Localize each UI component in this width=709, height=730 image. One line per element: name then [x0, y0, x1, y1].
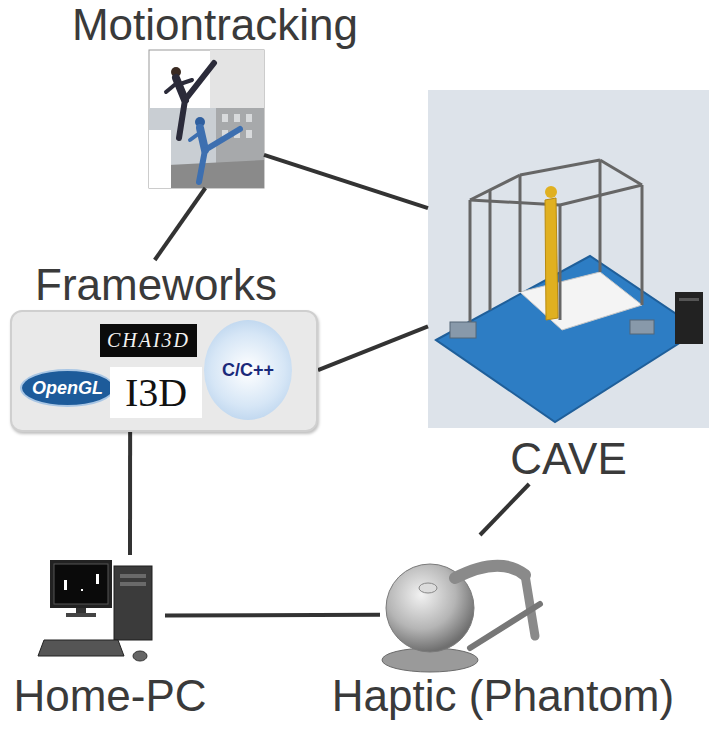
node-label: CHAI3D [107, 329, 190, 352]
cave-picture [436, 256, 700, 422]
cave-node: CAVE [428, 90, 709, 484]
node-label: Frameworks [10, 260, 318, 310]
motion-tracking-picture [166, 82, 178, 92]
cave-picture [470, 160, 642, 330]
home-pc-picture [54, 564, 108, 604]
cave-picture [519, 175, 522, 292]
cave-picture [679, 298, 699, 301]
connector-line [165, 613, 380, 618]
motion-tracking-picture [149, 50, 264, 188]
home-pc-picture [66, 613, 96, 617]
cave-picture [520, 272, 642, 330]
home-pc-picture [81, 589, 83, 591]
node-label: C/C++ [222, 360, 274, 381]
cave-picture [675, 292, 703, 344]
motion-tracking-picture [216, 108, 264, 163]
connector-line [155, 188, 206, 260]
home-pc-picture [96, 574, 99, 584]
home-pc-picture [64, 580, 67, 590]
node-label: Haptic (Phantom) [332, 671, 674, 721]
frameworks-panel: CHAI3D OpenGL I3D C/C++ [10, 310, 318, 432]
cave-picture [559, 205, 562, 320]
home-pc-node: Home-PC [40, 555, 165, 665]
node-label: Home-PC [13, 671, 206, 721]
cave-picture [469, 200, 472, 330]
node-label: OpenGL [32, 378, 103, 399]
home-pc-picture [120, 574, 146, 578]
cave-picture [489, 190, 492, 310]
node-label: CAVE [428, 434, 709, 484]
cave-picture [560, 185, 642, 205]
node-label: Motiontracking [72, 0, 358, 50]
haptic-device-picture [470, 604, 540, 648]
cave-picture [599, 160, 602, 272]
connector-line [480, 484, 529, 535]
motion-tracking-picture [246, 130, 252, 138]
motion-tracking-picture [179, 100, 185, 138]
connector-line [318, 326, 428, 370]
motion-tracking-picture [180, 80, 192, 84]
home-pc-picture [114, 566, 152, 640]
home-pc-picture [133, 651, 147, 661]
node-label: I3D [125, 369, 187, 416]
cave-picture [545, 198, 558, 320]
motion-tracking-picture [234, 114, 240, 122]
framework-logo: OpenGL [20, 369, 115, 407]
motion-tracking-picture [190, 132, 201, 140]
haptic-device-picture [419, 583, 437, 593]
motion-tracking-picture [149, 130, 171, 188]
home-pc-picture [38, 640, 124, 656]
motion-tracking-picture [149, 108, 264, 188]
motion-tracking-picture [246, 114, 252, 122]
haptic-device-picture [455, 566, 525, 578]
cave-picture [545, 186, 557, 198]
motion-tracking-picture [149, 50, 264, 188]
cave-picture [450, 322, 476, 338]
cave-picture [428, 90, 709, 428]
haptic-device-node: Haptic (Phantom) [380, 535, 540, 675]
motion-tracking-picture [205, 129, 240, 150]
cave-picture [630, 320, 654, 334]
cave-picture [470, 175, 520, 200]
framework-logo: I3D [110, 367, 202, 418]
home-pc-picture [38, 560, 152, 661]
haptic-device-picture [382, 564, 540, 672]
cave-picture [428, 90, 709, 428]
cave-picture [520, 160, 600, 175]
motion-tracking-node: Motiontracking [149, 50, 264, 188]
connector-line [264, 155, 428, 208]
motion-tracking-picture [222, 114, 228, 122]
cave-picture [600, 160, 642, 185]
connector-line [128, 432, 132, 555]
cave-picture [641, 185, 644, 305]
framework-logo: C/C++ [204, 320, 292, 420]
motion-tracking-picture [210, 50, 264, 108]
frameworks-node: FrameworksCHAI3D OpenGL I3D C/C++ [10, 260, 318, 432]
framework-logo: CHAI3D [100, 324, 197, 357]
motion-tracking-picture [199, 150, 205, 182]
home-pc-picture [120, 582, 146, 586]
cave-picture-space [428, 90, 709, 428]
home-pc-picture [50, 560, 112, 608]
